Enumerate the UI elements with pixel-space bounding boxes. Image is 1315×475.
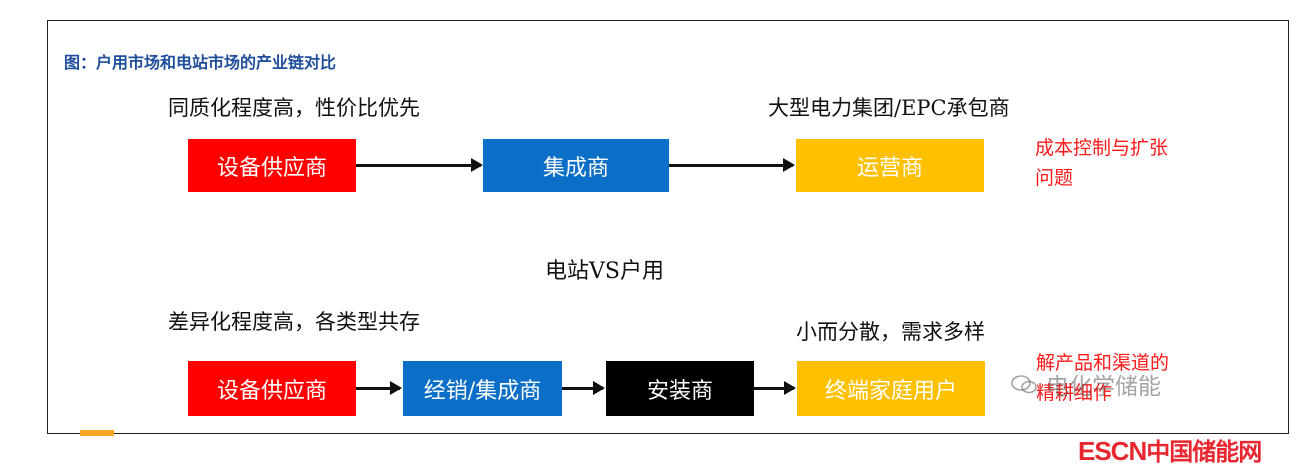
bottom-arrow-1 <box>356 381 402 395</box>
bottom-side-note: 解产品和渠道的 精耕细作 <box>1036 348 1169 408</box>
bottom-arrow-3 <box>754 381 796 395</box>
wechat-watermark: 电化学储能 <box>1010 367 1161 401</box>
bottom-arrow-2 <box>562 381 605 395</box>
top-side-note-line1: 成本控制与扩张 <box>1035 137 1169 159</box>
bottom-box-installer: 安装商 <box>606 361 754 416</box>
escn-logo: ESCN中国储能网 <box>1078 432 1262 467</box>
top-arrow-2 <box>669 158 795 172</box>
logo-en: ESCN <box>1078 436 1147 466</box>
bottom-side-note-line1: 解产品和渠道的 <box>1036 352 1170 374</box>
top-side-note: 成本控制与扩张 问题 <box>1035 133 1168 193</box>
top-note-right: 大型电力集团/EPC承包商 <box>768 96 1010 120</box>
top-side-note-line2: 问题 <box>1035 167 1074 189</box>
watermark-text: 电化学储能 <box>1046 374 1161 400</box>
top-box-equipment-supplier: 设备供应商 <box>188 139 356 192</box>
figure-title: 图：户用市场和电站市场的产业链对比 <box>64 53 337 72</box>
orange-tab-decoration <box>80 430 114 436</box>
bottom-box-end-household-user: 终端家庭用户 <box>797 361 985 416</box>
top-box-integrator: 集成商 <box>483 139 669 192</box>
divider-text: 电站VS户用 <box>545 259 664 284</box>
figure-frame <box>47 20 1289 434</box>
top-arrow-1 <box>356 158 483 172</box>
bottom-note-right: 小而分散，需求多样 <box>796 320 985 344</box>
wechat-icon <box>1011 375 1037 394</box>
bottom-note-left: 差异化程度高，各类型共存 <box>168 310 420 334</box>
bottom-box-equipment-supplier: 设备供应商 <box>188 361 356 416</box>
logo-cn: 中国储能网 <box>1146 438 1262 466</box>
bottom-box-distributor-integrator: 经销/集成商 <box>403 361 562 416</box>
top-box-operator: 运营商 <box>796 139 984 192</box>
bottom-side-note-line2: 精耕细作 <box>1036 382 1113 404</box>
top-note-left: 同质化程度高，性价比优先 <box>168 96 420 120</box>
